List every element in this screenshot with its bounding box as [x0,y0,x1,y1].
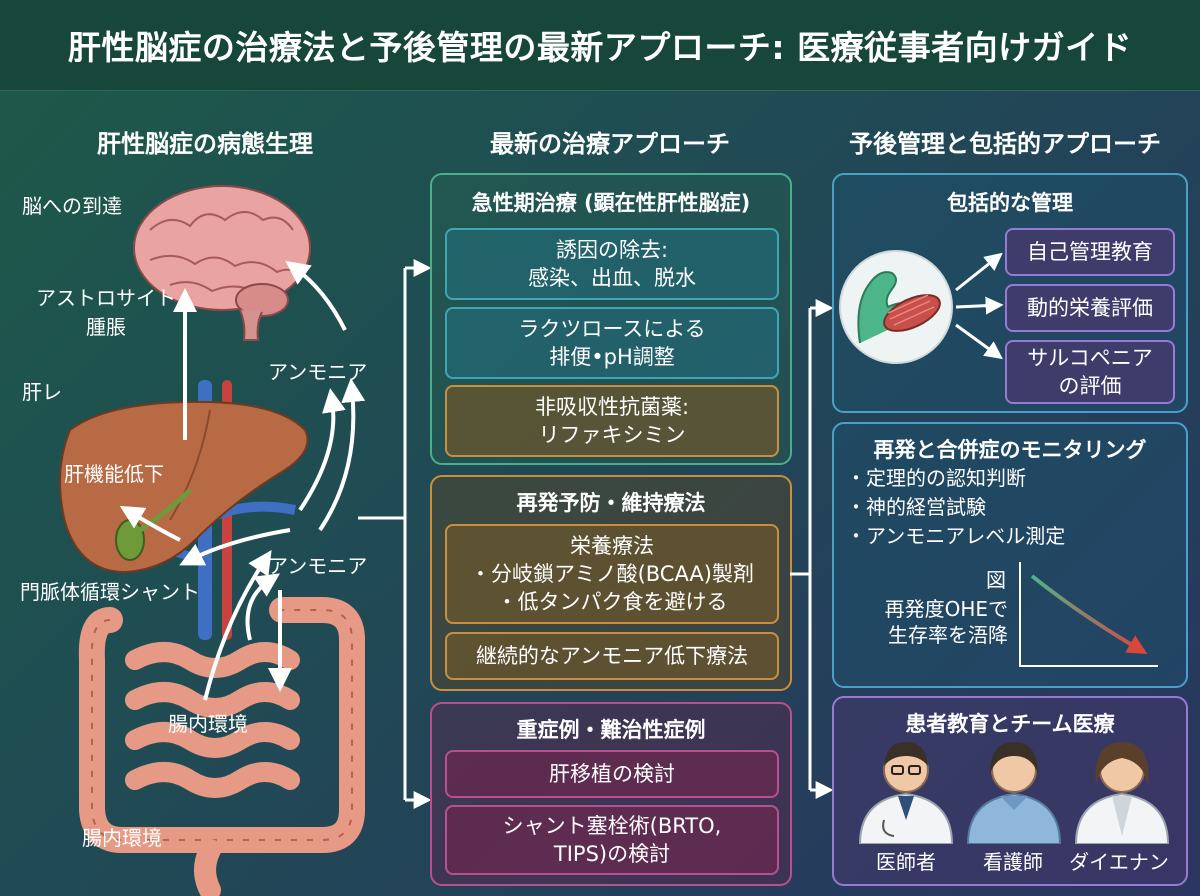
team-care-title: 患者教育とチーム医療 [905,712,1115,736]
arrow-ammonia-up-1 [298,388,346,512]
comprehensive-management-title: 包括的な管理 [947,191,1073,215]
column-heading-treatment: 最新の治療アプローチ [490,130,730,158]
muscle-illustration [839,250,1004,364]
pathophysiology-illustration [59,185,366,896]
survival-chart-label: 図 [986,568,1006,592]
label-ammonia-top: アンモニア [268,360,368,384]
title-bar: 肝性脳症の治療法と予後管理の最新アプローチ: 医療従事者向けガイド [0,0,1200,91]
survival-trend-chart [1019,562,1158,667]
nutrition-assessment-box: 動的栄養評価 [1005,284,1175,332]
chart-axes [1019,562,1158,667]
sarcopenia-assessment-box: サルコペニアの評価 [1005,340,1175,404]
label-gut-environment-inner: 腸内環境 [168,712,248,736]
arrow-ammonia-up-2 [318,378,366,532]
severe-cases-title: 重症例・難治性症例 [516,718,706,742]
dietitian-icon [1074,742,1170,844]
declining-trend-line [1030,574,1148,655]
page-title: 肝性脳症の治療法と予後管理の最新アプローチ: 医療従事者向けガイド [67,28,1133,67]
liver-transplant-box: 肝移植の検討 [445,750,779,798]
brain-icon [133,185,311,341]
team-member-dietitian: ダイエナン [1069,850,1169,874]
arrow-ammonia-to-brain [285,260,347,331]
arrow-gut-to-portal [203,550,272,701]
trigger-removal-box: 誘因の除去:感染、出血、脱水 [445,228,779,300]
rifaximin-box: 非吸収性抗菌薬:リファキシミン [445,385,779,457]
monitoring-title: 再発と合併症のモニタリング [873,438,1147,462]
monitoring-bullet-list: ・定理的の認知判断 ・神的経営試験 ・アンモニアレベル測定 [846,464,1065,551]
doctor-icon [858,742,954,844]
label-astrocyte: アストロサイト 腫脹 [36,286,176,339]
shunt-embolization-box: シャント塞栓術(BRTO,TIPS)の検討 [445,805,779,875]
monitoring-bullet: ・アンモニアレベル測定 [846,524,1066,548]
continuous-ammonia-box: 継続的なアンモニア低下療法 [445,632,779,680]
column-heading-prognosis: 予後管理と包括的アプローチ [849,130,1161,158]
self-management-education-box: 自己管理教育 [1005,228,1175,276]
column-heading-pathophysiology: 肝性脳症の病態生理 [97,130,313,158]
label-liver-dysfunction: 肝機能低下 [64,462,164,486]
label-portosystemic-shunt: 門脈体循環シャント [20,580,200,604]
team-member-doctor: 医師者 [876,850,936,874]
nurse-icon [966,742,1062,844]
team-members-illustration [858,742,1170,844]
monitoring-bullet: ・定理的の認知判断 [846,466,1026,490]
label-brain-reach: 脳への到達 [22,194,122,218]
intestines-icon [78,597,365,896]
connector-arrows-left [358,259,432,809]
lactulose-box: ラクツロースによる排便•pH調整 [445,307,779,379]
arrow-to-liver [119,505,181,542]
label-gut-environment-outer: 腸内環境 [82,826,162,850]
connector-arrows-right [790,299,834,799]
survival-chart-caption: 再発度OHEで 生存率を浯降 [884,597,1008,647]
acute-treatment-title: 急性期治療 (顕在性肝性脳症) [471,191,751,215]
arrow-gut-up [245,573,280,641]
liver-icon [59,400,309,574]
monitoring-bullet: ・神的経営試験 [846,495,986,519]
arrow-ammonia-to-shunt [179,528,291,566]
nutrition-therapy-box: 栄養療法 ・分岐鎖アミノ酸(BCAA)製剤 ・低タンパク食を避ける [445,524,779,624]
maintenance-title: 再発予防・維持療法 [516,491,706,515]
label-liver: 肝レ [22,380,62,404]
team-member-nurse: 看護師 [983,850,1043,874]
label-ammonia-mid: アンモニア [268,554,368,578]
